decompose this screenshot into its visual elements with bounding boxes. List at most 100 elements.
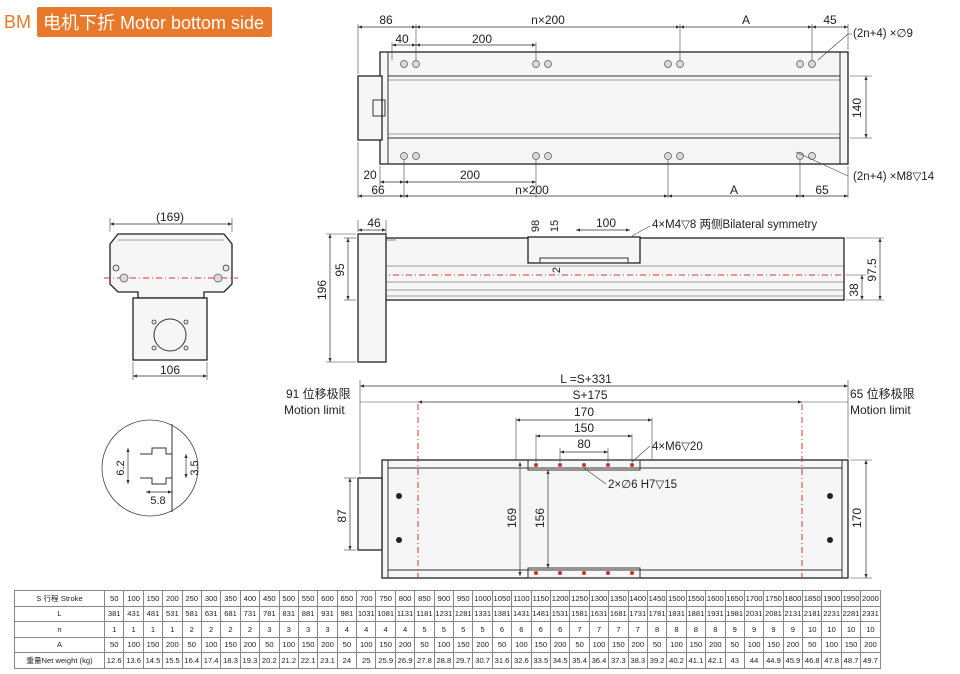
row-label: S 行程 Stroke: [14, 590, 105, 607]
table-cell: 1931: [705, 605, 726, 622]
table-cell: 3: [317, 621, 338, 638]
dim-156: 156: [533, 508, 547, 528]
table-cell: 46.8: [802, 652, 823, 669]
table-cell: 1: [103, 621, 125, 638]
table-cell: 881: [297, 605, 319, 622]
table-cell: 1731: [627, 605, 648, 622]
table-cell: 4: [336, 621, 358, 638]
table-cell: 50: [724, 636, 745, 653]
table-cell: 20.2: [259, 652, 280, 669]
dim-170-carriage: 170: [574, 405, 594, 419]
dim-6-2: 6.2: [115, 460, 127, 475]
table-cell: 10: [821, 621, 842, 638]
table-cell: 50: [414, 636, 435, 653]
top-view: 86 n×200 A 45 40 200 140 20 200 66 n×200…: [357, 13, 935, 198]
table-cell: 5: [453, 621, 474, 638]
row-label: L: [14, 605, 105, 622]
table-cell: 531: [162, 605, 183, 622]
dim-196: 196: [315, 280, 329, 300]
table-cell: 481: [142, 605, 164, 622]
detail-view: 6.2 3.5 5.8: [101, 419, 201, 517]
dim-n200-bottom: n×200: [515, 183, 549, 197]
table-cell: 8: [666, 621, 687, 638]
table-cell: 13.6: [123, 652, 144, 669]
callout-through-holes: (2n+4) ×∅9: [853, 28, 913, 40]
table-cell: 1450: [646, 590, 668, 607]
dim-s: S+175: [572, 388, 607, 402]
table-cell: 4: [356, 621, 377, 638]
table-cell: 1631: [588, 605, 610, 622]
dim-140: 140: [850, 98, 864, 118]
table-cell: 48.7: [840, 652, 862, 669]
table-cell: 25.9: [375, 652, 396, 669]
table-cell: 1431: [511, 605, 532, 622]
table-cell: 100: [123, 636, 144, 653]
end-view: (169) 106: [104, 210, 238, 380]
dim-95: 95: [333, 263, 347, 277]
table-cell: 1381: [491, 605, 513, 622]
table-cell: 32.6: [511, 652, 532, 669]
motor-housing-bottom: [357, 477, 383, 551]
table-cell: 1800: [782, 590, 804, 607]
table-cell: 50: [181, 636, 202, 653]
table-cell: 1050: [491, 590, 513, 607]
table-cell: 2181: [802, 605, 823, 622]
table-cell: 14.5: [142, 652, 164, 669]
dim-15: 15: [549, 220, 561, 232]
table-cell: 150: [608, 636, 629, 653]
callout-m6: 4×M6▽20: [652, 441, 703, 453]
dim-169-end: (169): [156, 210, 184, 224]
table-cell: 150: [142, 636, 164, 653]
table-cell: 2: [220, 621, 241, 638]
table-cell: 2000: [860, 590, 881, 607]
table-cell: 9: [763, 621, 784, 638]
table-cell: 1950: [840, 590, 862, 607]
table-cell: 600: [317, 590, 338, 607]
table-cell: 150: [530, 636, 551, 653]
limit-left-cn: 91 位移极限: [286, 386, 351, 401]
table-cell: 8: [685, 621, 707, 638]
table-cell: 8: [705, 621, 726, 638]
dim-100: 100: [596, 216, 616, 230]
side-view: 46 98 15 100 2 4×M4▽8 两侧Bilateral symmet…: [315, 216, 884, 363]
dim-169: 169: [505, 508, 519, 528]
table-cell: 731: [239, 605, 261, 622]
table-cell: 1131: [394, 605, 416, 622]
table-cell: 44: [743, 652, 765, 669]
table-cell: 1200: [549, 590, 571, 607]
table-cell: 1881: [685, 605, 707, 622]
table-cell: 150: [453, 636, 474, 653]
callout-side-taps: 4×M4▽8 两侧Bilateral symmetry: [652, 218, 817, 231]
table-cell: 1581: [569, 605, 590, 622]
table-cell: 1700: [743, 590, 765, 607]
table-cell: 17.4: [200, 652, 222, 669]
dim-20: 20: [363, 168, 377, 182]
table-cell: 200: [162, 590, 183, 607]
dim-3-5: 3.5: [189, 460, 201, 475]
table-cell: 2131: [782, 605, 804, 622]
table-cell: 1100: [511, 590, 532, 607]
table-cell: 1531: [549, 605, 571, 622]
dim-80: 80: [577, 437, 591, 451]
table-cell: 6: [549, 621, 571, 638]
table-cell: 200: [860, 636, 881, 653]
title-badge: 电机下折 Motor bottom side: [37, 7, 273, 37]
table-cell: 1: [162, 621, 183, 638]
table-cell: 7: [608, 621, 629, 638]
table-cell: 10: [802, 621, 823, 638]
table-cell: 1981: [724, 605, 745, 622]
table-cell: 42.1: [705, 652, 726, 669]
table-cell: 200: [239, 636, 261, 653]
dim-87: 87: [335, 509, 349, 523]
table-cell: 850: [414, 590, 435, 607]
table-cell: 250: [181, 590, 202, 607]
table-cell: 381: [103, 605, 125, 622]
table-cell: 200: [317, 636, 338, 653]
table-cell: 50: [103, 590, 125, 607]
table-cell: 3: [278, 621, 299, 638]
table-cell: 781: [259, 605, 280, 622]
table-cell: 950: [453, 590, 474, 607]
limit-right-cn: 65 位移极限: [850, 386, 915, 401]
